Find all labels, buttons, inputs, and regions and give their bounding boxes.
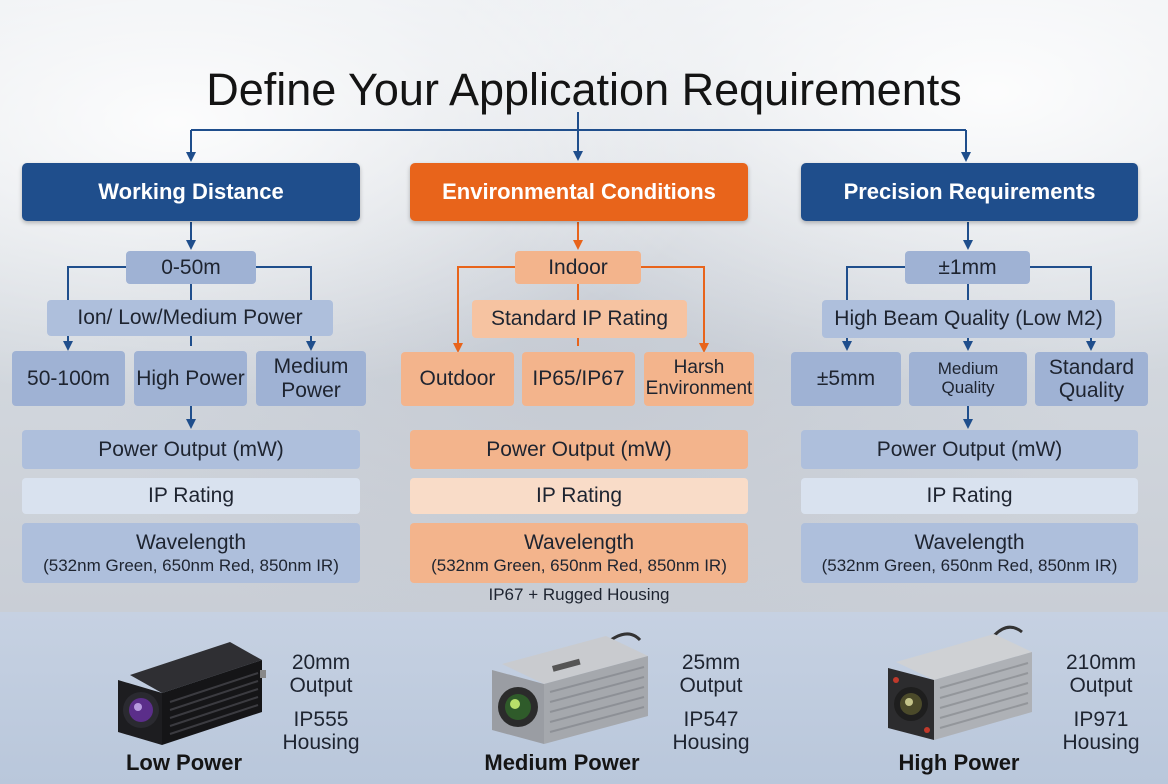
option-medium-quality: Medium Quality [909,352,1027,406]
range-0-50m: 0-50m [126,251,256,284]
wavelength-label: Wavelength [135,530,247,554]
wavelength-box: Wavelength (532nm Green, 650nm Red, 850n… [22,523,360,583]
spec-line: 25mm [681,651,741,674]
ip-rating-box: IP Rating [801,478,1138,514]
spec-line: IP971 [1073,708,1129,732]
spec-line: IP547 [683,708,739,732]
ip-rating-box: IP Rating [410,478,748,514]
option-medium-power: Medium Power [256,351,366,406]
spec-line: Output [1069,673,1133,697]
power-level-box: Ion/ Low/Medium Power [47,300,333,336]
wavelength-box: Wavelength (532nm Green, 650nm Red, 850n… [801,523,1138,583]
range-indoor: Indoor [515,251,641,284]
product-label-high-power: High Power [898,750,1020,775]
option-standard-quality: Standard Quality [1035,352,1148,406]
option-harsh-environment: Harsh Environment [644,352,754,406]
laser-module-medium-power-image [492,632,648,744]
rugged-housing-note: IP67 + Rugged Housing [488,585,670,604]
option-ip65-ip67: IP65/IP67 [522,352,635,406]
product-label-medium-power: Medium Power [484,750,640,775]
laser-module-low-power-image [118,642,266,745]
spec-line: Housing [672,731,750,755]
spec-line: Housing [282,731,360,755]
power-output-box: Power Output (mW) [410,430,748,469]
spec-line: Output [679,673,743,697]
low-power-specs: 20mm Output IP555 Housing [262,651,380,755]
wavelength-label: Wavelength [523,530,635,554]
power-output-box: Power Output (mW) [22,430,360,469]
power-output-box: Power Output (mW) [801,430,1138,469]
header-precision-requirements: Precision Requirements [801,163,1138,221]
wavelength-detail: (532nm Green, 650nm Red, 850nm IR) [431,555,727,575]
medium-power-specs: 25mm Output IP547 Housing [652,651,770,755]
product-label-low-power: Low Power [125,750,243,775]
header-environmental-conditions: Environmental Conditions [410,163,748,221]
spec-line: Housing [1062,731,1140,755]
wavelength-box: Wavelength (532nm Green, 650nm Red, 850n… [410,523,748,583]
laser-module-high-power-image [888,625,1032,740]
ip-rating-box: IP Rating [22,478,360,514]
spec-line: 210mm [1065,651,1137,674]
range-1mm: ±1mm [905,251,1030,284]
spec-line: Output [289,673,353,697]
spec-line: IP555 [293,708,349,732]
option-high-power: High Power [134,351,247,406]
beam-quality-box: High Beam Quality (Low M2) [822,300,1115,338]
page-title: Define Your Application Requirements [206,64,962,115]
wavelength-detail: (532nm Green, 650nm Red, 850nm IR) [43,555,339,575]
wavelength-detail: (532nm Green, 650nm Red, 850nm IR) [821,555,1118,575]
header-working-distance: Working Distance [22,163,360,221]
wavelength-label: Wavelength [914,530,1025,554]
option-outdoor: Outdoor [401,352,514,406]
option-50-100m: 50-100m [12,351,125,406]
option-5mm: ±5mm [791,352,901,406]
high-power-specs: 210mm Output IP971 Housing [1042,651,1160,755]
standard-ip-rating-box: Standard IP Rating [472,300,687,338]
spec-line: 20mm [291,651,351,674]
